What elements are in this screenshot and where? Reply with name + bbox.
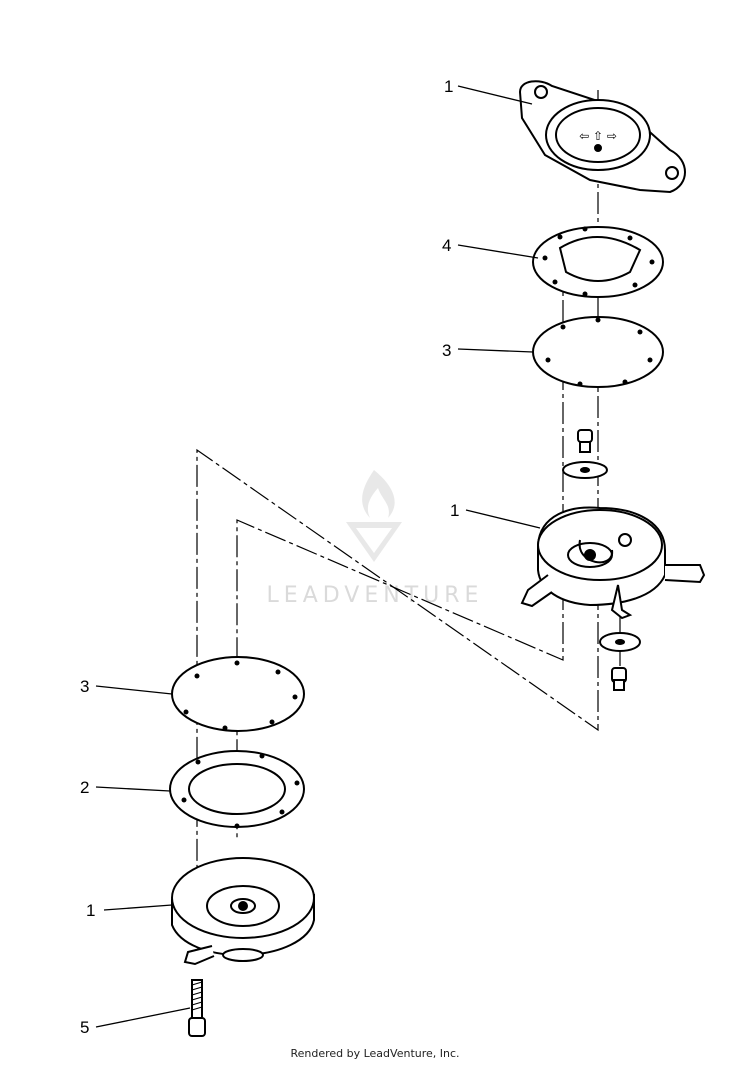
top-pump-cover: ⇦ ⇧ ⇨ (518, 80, 686, 194)
watermark-v-logo-icon (346, 522, 402, 562)
top-gasket (532, 226, 664, 298)
callout-top-pump-cover: 1 (444, 77, 453, 96)
callout-pump-body: 1 (450, 501, 459, 520)
callout-labels: 1 4 3 1 3 2 1 5 (80, 77, 459, 1037)
callout-lower-diaphragm: 3 (80, 677, 89, 696)
lower-diaphragm (171, 656, 305, 732)
callout-top-diaphragm: 3 (442, 341, 451, 360)
check-valve-bottom (599, 632, 641, 691)
check-valve-top (562, 429, 608, 479)
svg-text:⇦ ⇧ ⇨: ⇦ ⇧ ⇨ (579, 129, 617, 143)
watermark-text: LEADVENTURE (267, 583, 484, 608)
callout-top-gasket: 4 (442, 236, 451, 255)
callout-screw: 5 (80, 1018, 89, 1037)
lower-gasket (169, 750, 305, 829)
callout-lower-gasket: 2 (80, 778, 89, 797)
footer-credit: Rendered by LeadVenture, Inc. (290, 1047, 460, 1060)
callout-lower-pump-cover: 1 (86, 901, 95, 920)
leader-lines (95, 85, 541, 1028)
top-diaphragm (532, 316, 664, 388)
lower-pump-cover (171, 857, 315, 966)
watermark: LEADVENTURE (267, 470, 484, 608)
watermark-flame-icon (362, 470, 395, 518)
pump-body (520, 506, 706, 620)
screw (188, 979, 206, 1037)
